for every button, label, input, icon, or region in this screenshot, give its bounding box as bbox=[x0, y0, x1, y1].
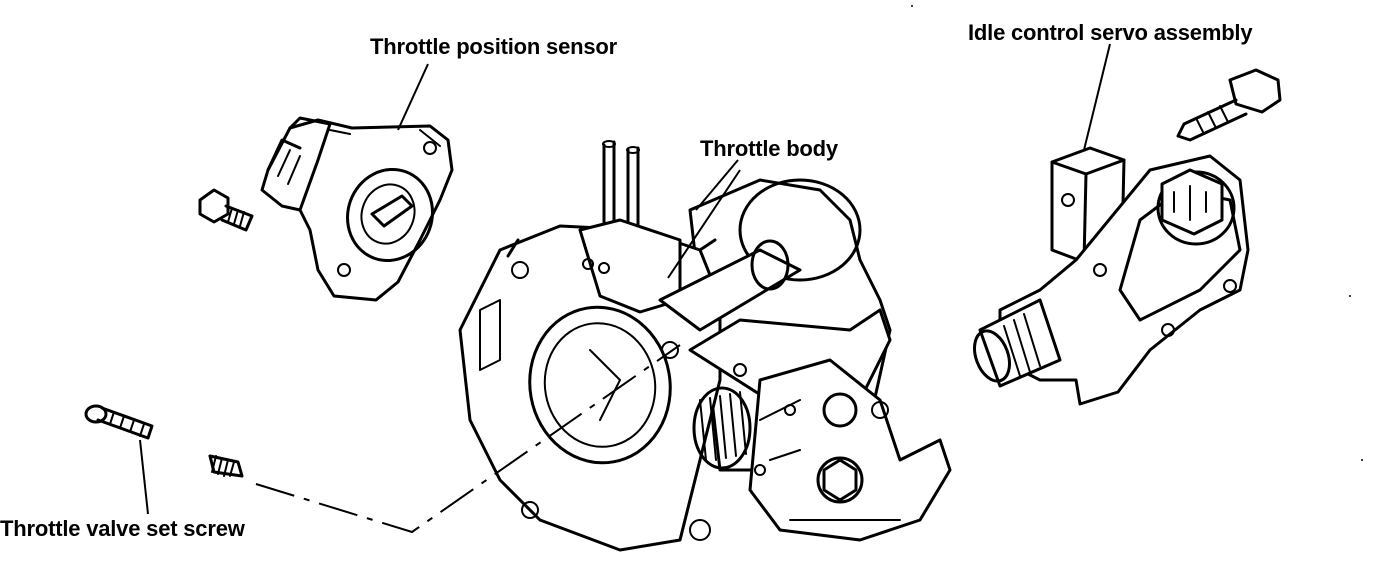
throttle-valve-spring bbox=[208, 454, 244, 478]
label-idle-control-servo-assembly: Idle control servo assembly bbox=[968, 20, 1253, 45]
assembly-path-line bbox=[255, 344, 681, 534]
label-throttle-body: Throttle body bbox=[700, 136, 838, 161]
leader-set-screw bbox=[139, 439, 149, 515]
idle-control-servo-assembly bbox=[973, 146, 1250, 406]
throttle-body bbox=[458, 140, 952, 552]
tps-mounting-screw bbox=[198, 188, 254, 232]
leader-throttle-body bbox=[667, 159, 741, 279]
throttle-return-spring bbox=[692, 386, 752, 470]
leader-tps bbox=[397, 63, 429, 131]
throttle-position-sensor bbox=[260, 116, 454, 302]
throttle-valve-set-screw bbox=[84, 404, 154, 440]
label-throttle-position-sensor: Throttle position sensor bbox=[370, 34, 617, 59]
label-throttle-valve-set-screw: Throttle valve set screw bbox=[0, 516, 245, 541]
servo-mounting-bolt bbox=[1176, 68, 1282, 142]
leader-servo bbox=[1083, 43, 1111, 151]
